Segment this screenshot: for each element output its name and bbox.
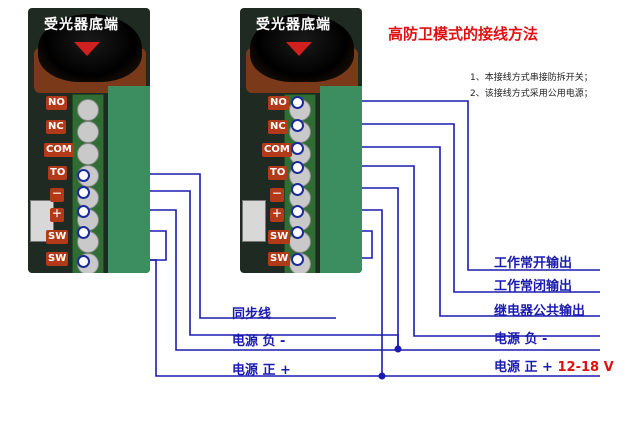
wire-terminal-dot — [291, 96, 304, 109]
terminal-label-sw: SW — [46, 252, 69, 266]
wire-right-com — [296, 146, 600, 317]
receiver-board-left: 受光器底端 NO NC COM TO － ＋ SW SW — [28, 8, 150, 273]
wire-terminal-dot — [291, 205, 304, 218]
terminal-label-sw: SW — [46, 230, 69, 244]
pcb — [108, 86, 150, 273]
wire-terminal-dot — [291, 142, 304, 155]
terminal-label-pos: ＋ — [270, 208, 284, 222]
wire-terminal-dot — [77, 205, 90, 218]
label-relay-common-output: 继电器公共输出 — [494, 304, 586, 319]
terminal-label-to: TO — [48, 166, 68, 180]
wire-terminal-dot — [291, 161, 304, 174]
wire-right-nc — [296, 123, 600, 293]
wire-terminal-dot — [291, 183, 304, 196]
terminal-label-to: TO — [268, 166, 288, 180]
sensor-label: 受光器底端 — [44, 17, 119, 33]
screw-icon — [77, 99, 99, 121]
junction-neg — [394, 345, 402, 353]
terminal-label-sw: SW — [268, 230, 291, 244]
label-normally-closed-output: 工作常闭输出 — [494, 279, 573, 294]
note-1: 1、本接线方式串接防拆开关； — [470, 73, 593, 83]
diagram-title: 高防卫模式的接线方法 — [388, 25, 539, 43]
wire-right-no — [296, 100, 600, 271]
label-sync-wire: 同步线 — [232, 307, 272, 322]
wire-terminal-dot — [291, 253, 304, 266]
label-power-positive-right: 电源 正 + 12-18 V — [494, 356, 614, 375]
label-power-negative-right: 电源 负 - — [494, 332, 548, 347]
note-2: 2、该接线方式采用公用电源； — [470, 89, 593, 99]
screw-icon — [77, 121, 99, 143]
terminal-label-sw: SW — [268, 252, 291, 266]
wire-terminal-dot — [77, 226, 90, 239]
terminal-label-no: NO — [268, 96, 289, 110]
terminal-label-nc: NC — [268, 120, 288, 134]
down-arrow-icon — [74, 42, 100, 56]
screw-icon — [77, 143, 99, 165]
terminal-label-no: NO — [46, 96, 67, 110]
label-power-positive-text: 电源 正 + — [494, 360, 553, 375]
wire-terminal-dot — [77, 169, 90, 182]
terminal-label-com: COM — [262, 143, 292, 157]
down-arrow-icon — [286, 42, 312, 56]
pcb — [320, 86, 362, 273]
terminal-label-nc: NC — [46, 120, 66, 134]
terminal-block — [72, 94, 104, 273]
label-voltage-range: 12-18 V — [557, 360, 614, 375]
sensor-label: 受光器底端 — [256, 17, 331, 33]
junction-pos — [378, 372, 386, 380]
label-normally-open-output: 工作常开输出 — [494, 256, 573, 271]
label-power-negative-left: 电源 负 - — [232, 334, 286, 349]
wire-terminal-dot — [291, 119, 304, 132]
tamper-connector — [242, 200, 266, 242]
terminal-label-com: COM — [44, 143, 74, 157]
terminal-label-neg: － — [270, 188, 284, 202]
terminal-label-pos: ＋ — [50, 208, 64, 222]
label-power-positive-left: 电源 正 + — [232, 363, 291, 378]
wire-terminal-dot — [77, 186, 90, 199]
terminal-label-neg: － — [50, 188, 64, 202]
wire-terminal-dot — [77, 255, 90, 268]
wire-terminal-dot — [291, 226, 304, 239]
